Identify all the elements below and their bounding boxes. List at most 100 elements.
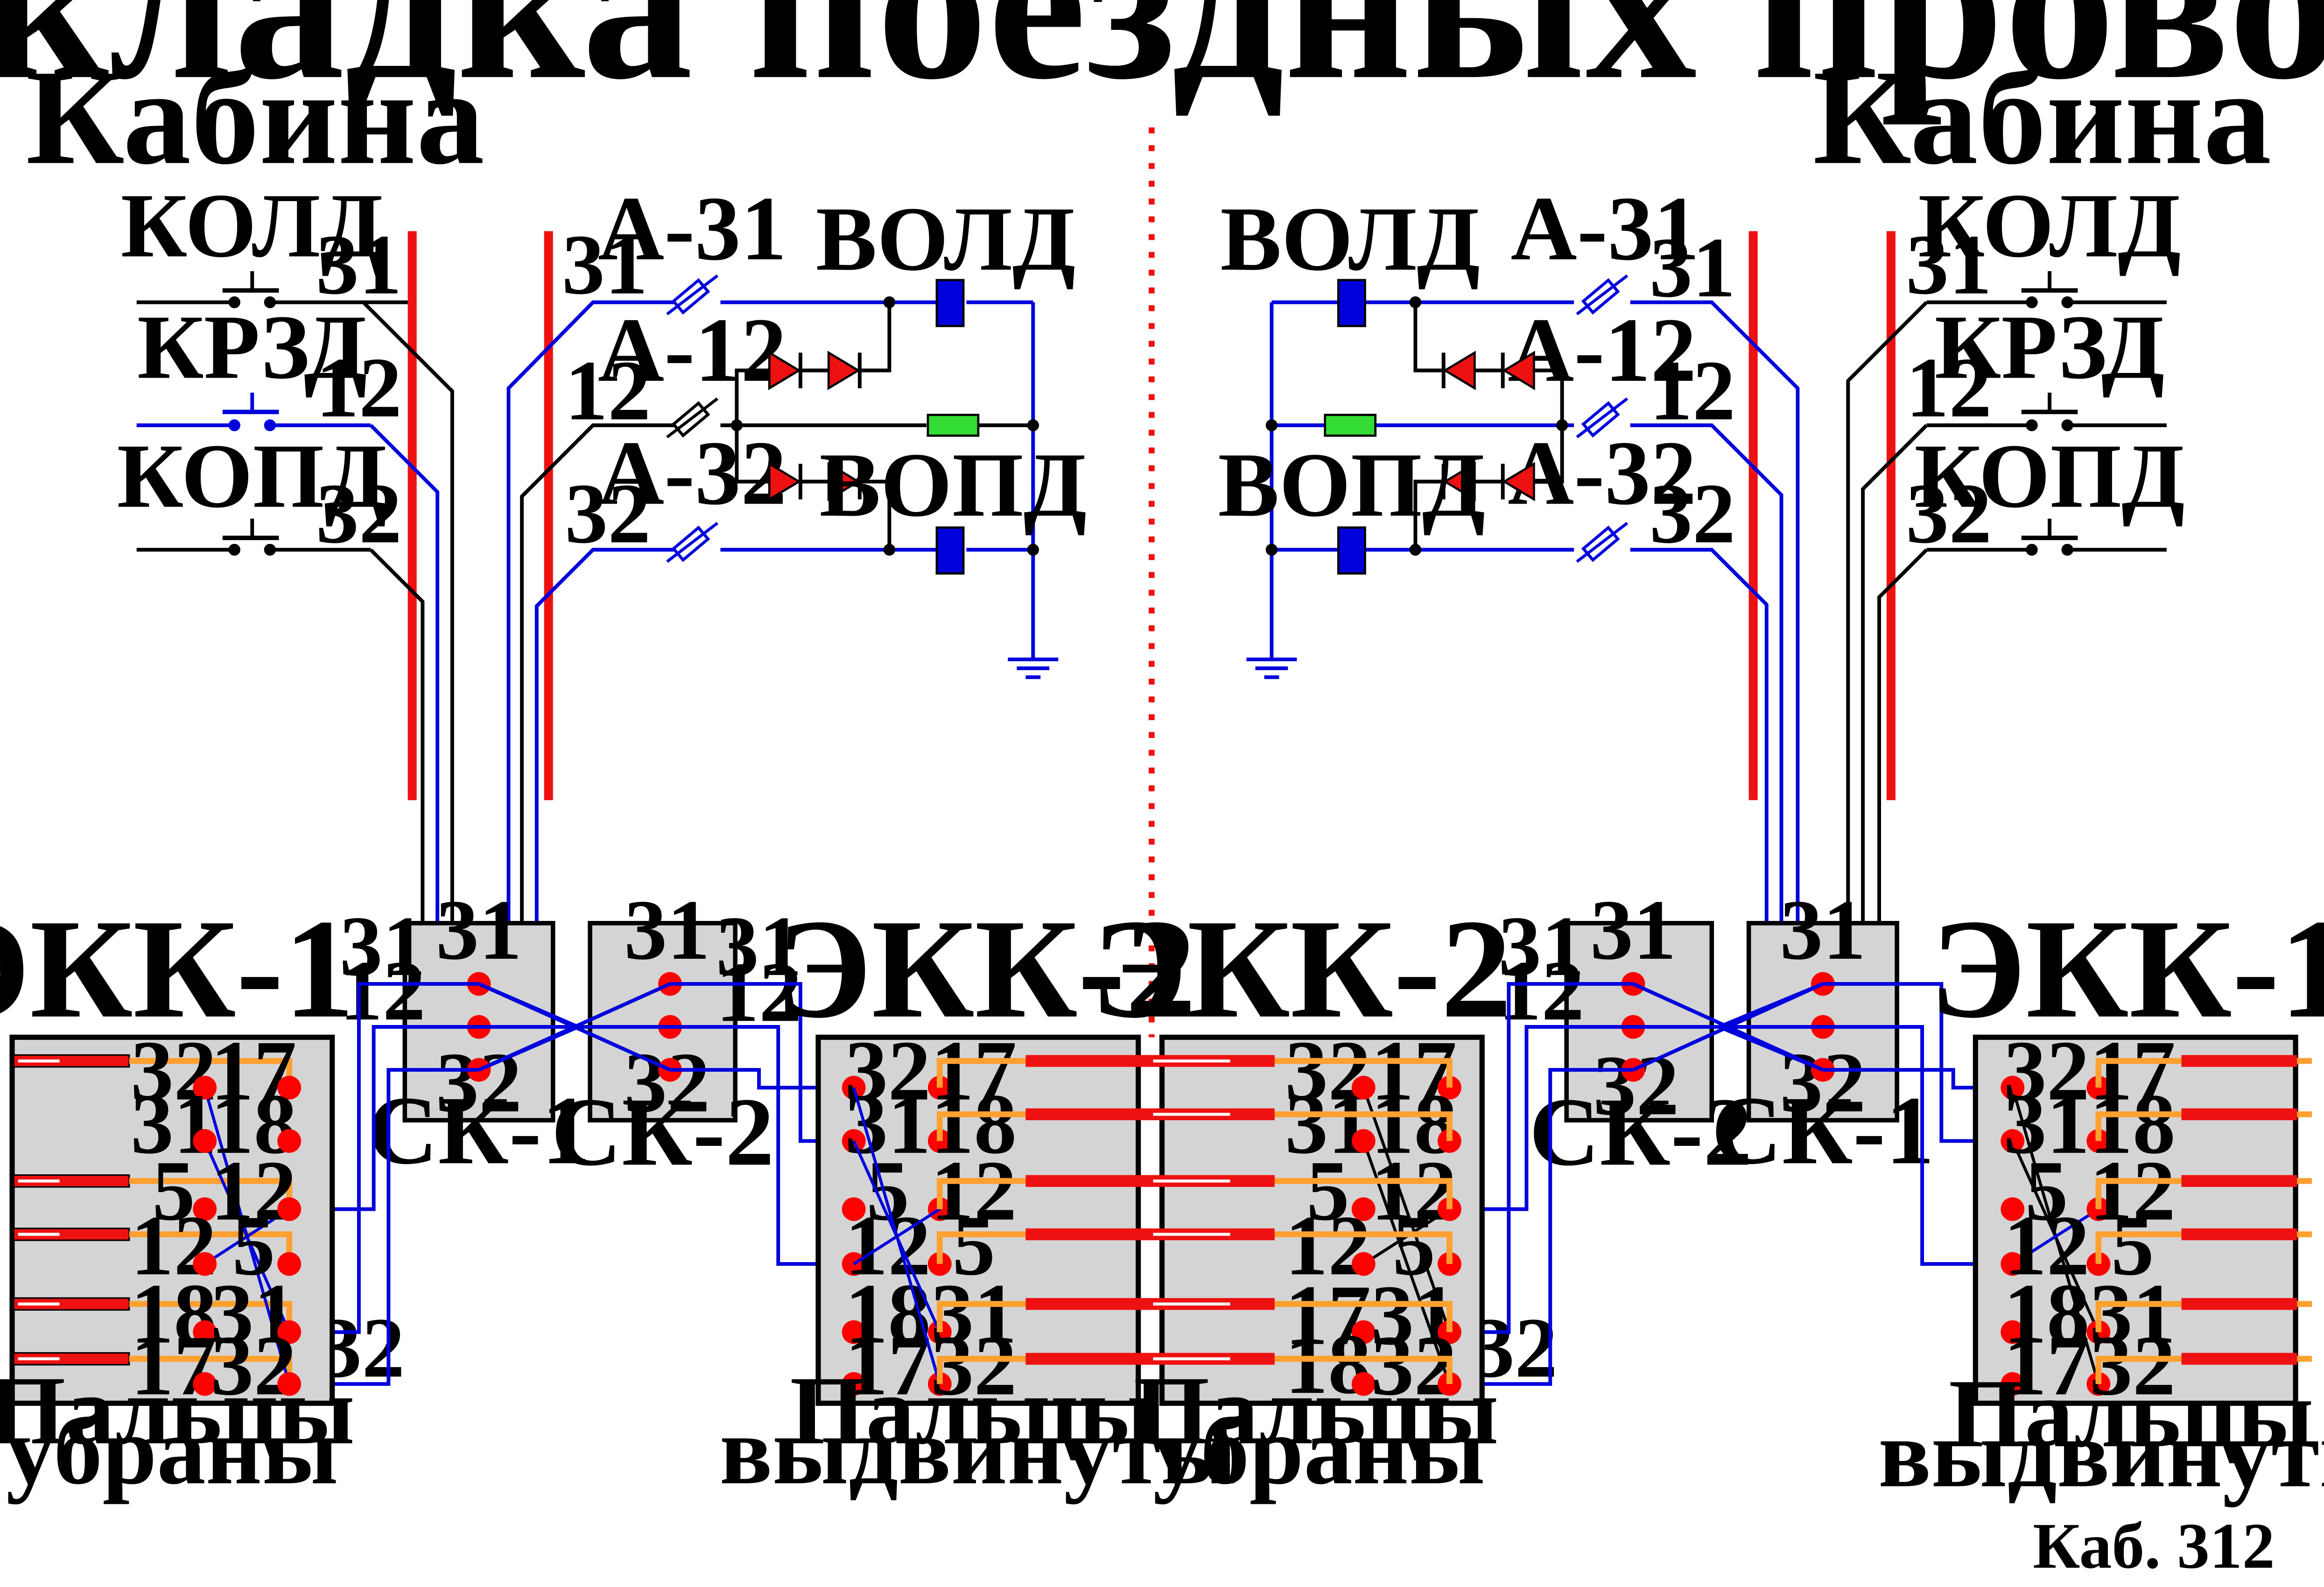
wire-label-12: 12	[1498, 943, 1584, 1038]
diode-pair	[768, 351, 862, 390]
sk2-label: СК-2	[1529, 1078, 1752, 1186]
fuse-a12-label: А-12	[1508, 299, 1696, 401]
wire-label-32: 32	[1906, 466, 1992, 561]
sk2-label: СК-2	[551, 1078, 774, 1186]
ekk2-box	[1159, 1034, 1485, 1406]
button-kopd-label: КОПД	[1914, 425, 2184, 527]
right-cabin-half: Кабина КОЛД КРЗД КОПД 31 12	[1091, 42, 2324, 1508]
diode-pair	[768, 462, 862, 502]
valve-vopd-label: ВОПД	[819, 434, 1087, 536]
svg-text:32: 32	[211, 1318, 296, 1413]
svg-text:17: 17	[2090, 1023, 2176, 1118]
wire-label-31: 31	[1650, 220, 1735, 315]
wire-label-12: 12	[1906, 340, 1992, 435]
sk2-t32: 32	[1593, 1038, 1679, 1133]
svg-text:5: 5	[952, 1198, 995, 1293]
sk1-t31: 31	[436, 882, 522, 977]
fuse-a32-label: А-32	[1508, 422, 1696, 524]
wire-label-31: 31	[1906, 217, 1992, 312]
svg-text:31: 31	[2004, 1076, 2090, 1172]
ekk1-terminals: 32 17 31 18 5 12 12 5 18 31 17 32	[2001, 1023, 2176, 1413]
svg-text:31: 31	[2090, 1266, 2176, 1361]
svg-text:12: 12	[931, 1143, 1017, 1238]
cabin-label: Кабина	[1813, 42, 2272, 193]
svg-text:12: 12	[131, 1198, 217, 1293]
svg-text:12: 12	[1285, 1198, 1371, 1293]
button-kold-label: КОЛД	[1918, 175, 2181, 276]
ekk1-fingers	[2095, 1055, 2312, 1384]
button-krzd	[136, 393, 371, 428]
svg-text:12: 12	[2004, 1198, 2090, 1293]
svg-text:31: 31	[1371, 1267, 1457, 1362]
ekk2-caption-line2: выдвинуты	[720, 1397, 1237, 1505]
wire-label-32: 32	[316, 466, 402, 561]
svg-text:32: 32	[131, 1023, 217, 1118]
fuse-a31-label: А-31	[1510, 178, 1699, 280]
valve-vopd	[1337, 526, 1366, 575]
button-kold	[1926, 271, 2167, 304]
svg-text:31: 31	[1285, 1076, 1371, 1172]
fuse-a12	[666, 397, 719, 439]
sk1-t32: 32	[1780, 1035, 1866, 1130]
valve-vopd-label: ВОПД	[1218, 434, 1485, 536]
fuse-a32	[1576, 522, 1629, 563]
valve-vold-label: ВОЛД	[816, 188, 1076, 290]
wire-label-31: 31	[1498, 899, 1584, 994]
svg-text:32: 32	[2090, 1318, 2176, 1413]
button-krzd-label: КРЗД	[1935, 296, 2165, 398]
diode-pair	[1441, 351, 1535, 390]
wire-label-12: 12	[716, 944, 802, 1039]
sk2-t32: 32	[624, 1035, 710, 1130]
svg-text:18: 18	[931, 1076, 1017, 1172]
sk2-t31: 31	[1590, 882, 1676, 977]
ekk2-box	[815, 1034, 1141, 1406]
button-kopd	[136, 519, 371, 552]
wire-label-12: 12	[1650, 343, 1735, 438]
sk1-label: СК-1	[367, 1076, 590, 1185]
ekk2-crosswires	[852, 1087, 941, 1384]
diode-pair	[1441, 462, 1535, 502]
svg-text:32: 32	[1285, 1023, 1371, 1118]
svg-text:17: 17	[845, 1318, 931, 1413]
wire-label-31: 31	[340, 899, 426, 994]
svg-text:31: 31	[211, 1266, 296, 1361]
left-cabin-half: Кабина КОЛД КРЗД КОПД 31	[0, 42, 1237, 1505]
svg-text:31: 31	[131, 1076, 217, 1172]
fuse-a31	[1576, 274, 1629, 316]
svg-text:5: 5	[2111, 1198, 2154, 1293]
button-kold-label: КОЛД	[121, 175, 384, 276]
svg-text:32: 32	[2004, 1023, 2090, 1118]
ekk2-label: ЭКК-2	[775, 890, 1196, 1047]
svg-text:17: 17	[131, 1318, 217, 1413]
button-kopd	[1926, 519, 2167, 552]
wire-label-32: 32	[1650, 466, 1735, 561]
sk1-label: СК-1	[1711, 1076, 1934, 1185]
valve-vold	[935, 279, 965, 327]
diagram-title: Раскладка поездных проводов	[0, 0, 2324, 126]
button-kopd-label: КОПД	[117, 425, 387, 527]
wire-label-31: 31	[716, 899, 802, 994]
svg-text:5: 5	[152, 1143, 195, 1238]
svg-text:17: 17	[1285, 1267, 1371, 1362]
svg-text:12: 12	[211, 1143, 296, 1238]
svg-text:18: 18	[1285, 1316, 1371, 1411]
center-fingers	[936, 1055, 1453, 1384]
svg-text:5: 5	[1306, 1143, 1349, 1238]
svg-text:18: 18	[1371, 1076, 1457, 1172]
ekk1-box	[1973, 1034, 2298, 1406]
fuse-a32	[666, 522, 719, 563]
ekk1-label: ЭКК-1	[0, 890, 355, 1047]
ekk1-caption-line2: убраны	[6, 1397, 338, 1505]
svg-text:31: 31	[931, 1266, 1017, 1361]
ekk1-crosswires	[203, 1087, 291, 1384]
fuse-a12	[1576, 397, 1629, 439]
svg-text:17: 17	[211, 1023, 296, 1118]
wire-label-12: 12	[316, 340, 402, 435]
sk2-t31: 31	[624, 882, 710, 977]
svg-text:32: 32	[1371, 1318, 1457, 1413]
wire-label-32: 32	[565, 466, 651, 561]
svg-text:18: 18	[211, 1076, 296, 1172]
wire-label-32: 32	[1472, 1300, 1558, 1395]
cabin-label: Кабина	[26, 42, 484, 193]
